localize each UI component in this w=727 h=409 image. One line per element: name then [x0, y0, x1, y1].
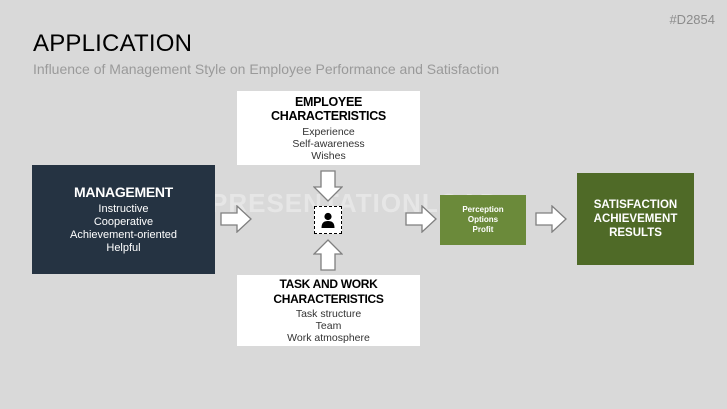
- task-characteristics-box: TASK AND WORK CHARACTERISTICS Task struc…: [237, 275, 420, 346]
- management-item: Achievement-oriented: [69, 229, 177, 241]
- employee-characteristics-box: EMPLOYEE CHARACTERISTICS Experience Self…: [237, 91, 420, 165]
- satisfaction-line: SATISFACTION: [593, 199, 678, 211]
- management-item: Cooperative: [93, 216, 154, 228]
- employee-heading: EMPLOYEE CHARACTERISTICS: [271, 94, 386, 123]
- satisfaction-box: SATISFACTION ACHIEVEMENT RESULTS: [577, 173, 694, 265]
- satisfaction-line: RESULTS: [609, 227, 662, 239]
- perception-box: Perception Options Profit: [440, 195, 526, 245]
- management-item: Helpful: [106, 242, 141, 254]
- management-box: MANAGEMENT Instructive Cooperative Achie…: [32, 165, 215, 274]
- satisfaction-line: ACHIEVEMENT: [593, 213, 678, 225]
- task-heading-line: CHARACTERISTICS: [273, 291, 384, 306]
- block-arrow-icon: [313, 170, 343, 202]
- slide-subtitle: Influence of Management Style on Employe…: [33, 61, 500, 77]
- employee-item: Experience: [302, 125, 355, 138]
- employee-item: Self-awareness: [292, 137, 365, 150]
- management-item: Instructive: [98, 203, 149, 215]
- perception-item: Profit: [472, 225, 494, 234]
- block-arrow-icon: [313, 239, 343, 271]
- task-item: Task structure: [295, 307, 362, 320]
- task-heading-line: TASK AND WORK: [279, 276, 378, 291]
- person-icon: [314, 206, 342, 234]
- perception-item: Options: [467, 215, 499, 224]
- task-item: Team: [315, 319, 342, 332]
- management-heading: MANAGEMENT: [74, 184, 173, 200]
- block-arrow-icon: [220, 205, 252, 233]
- slide-title: APPLICATION: [33, 30, 193, 57]
- perception-item: Perception: [462, 205, 504, 214]
- task-item: Work atmosphere: [287, 331, 370, 344]
- block-arrow-icon: [405, 205, 437, 233]
- slide-code: #D2854: [669, 12, 715, 27]
- employee-item: Wishes: [311, 149, 346, 162]
- block-arrow-icon: [535, 205, 567, 233]
